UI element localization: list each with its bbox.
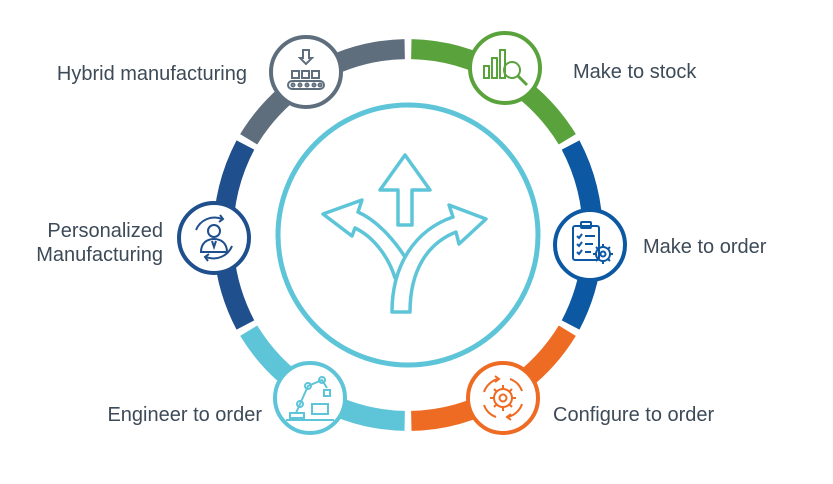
label-stock: Make to stock	[573, 60, 696, 84]
gear-cycle-icon	[483, 375, 523, 421]
label-personalized: Personalized Manufacturing	[36, 219, 163, 267]
icon-badges	[177, 31, 627, 435]
label-engineer-line-1: Engineer to order	[107, 404, 262, 426]
label-hybrid: Hybrid manufacturing	[57, 62, 247, 86]
label-order-line-1: Make to order	[643, 236, 767, 258]
label-order: Make to order	[643, 235, 766, 259]
badge-engineer	[273, 361, 347, 435]
person-cycle-icon	[195, 214, 233, 262]
chart-magnifier-icon	[483, 49, 529, 87]
label-stock-line-1: Make to stock	[573, 61, 697, 83]
badge-configure	[466, 361, 540, 435]
robot-arm-icon	[286, 376, 334, 421]
label-engineer: Engineer to order	[107, 403, 262, 427]
label-personalized-line-2: Manufacturing	[36, 244, 163, 266]
badge-personalized	[177, 201, 251, 275]
label-configure: Configure to order	[553, 403, 714, 427]
badge-hybrid	[269, 35, 343, 109]
center-ring	[275, 102, 541, 368]
label-configure-line-1: Configure to order	[553, 404, 715, 426]
conveyor-factory-icon	[287, 49, 325, 90]
split-arrows-icon	[321, 153, 488, 314]
label-hybrid-line-1: Hybrid manufacturing	[56, 63, 247, 85]
label-personalized-line-1: Personalized	[47, 220, 163, 242]
badge-order	[553, 208, 627, 282]
clipboard-gear-icon	[572, 221, 613, 264]
badge-stock	[468, 31, 542, 105]
